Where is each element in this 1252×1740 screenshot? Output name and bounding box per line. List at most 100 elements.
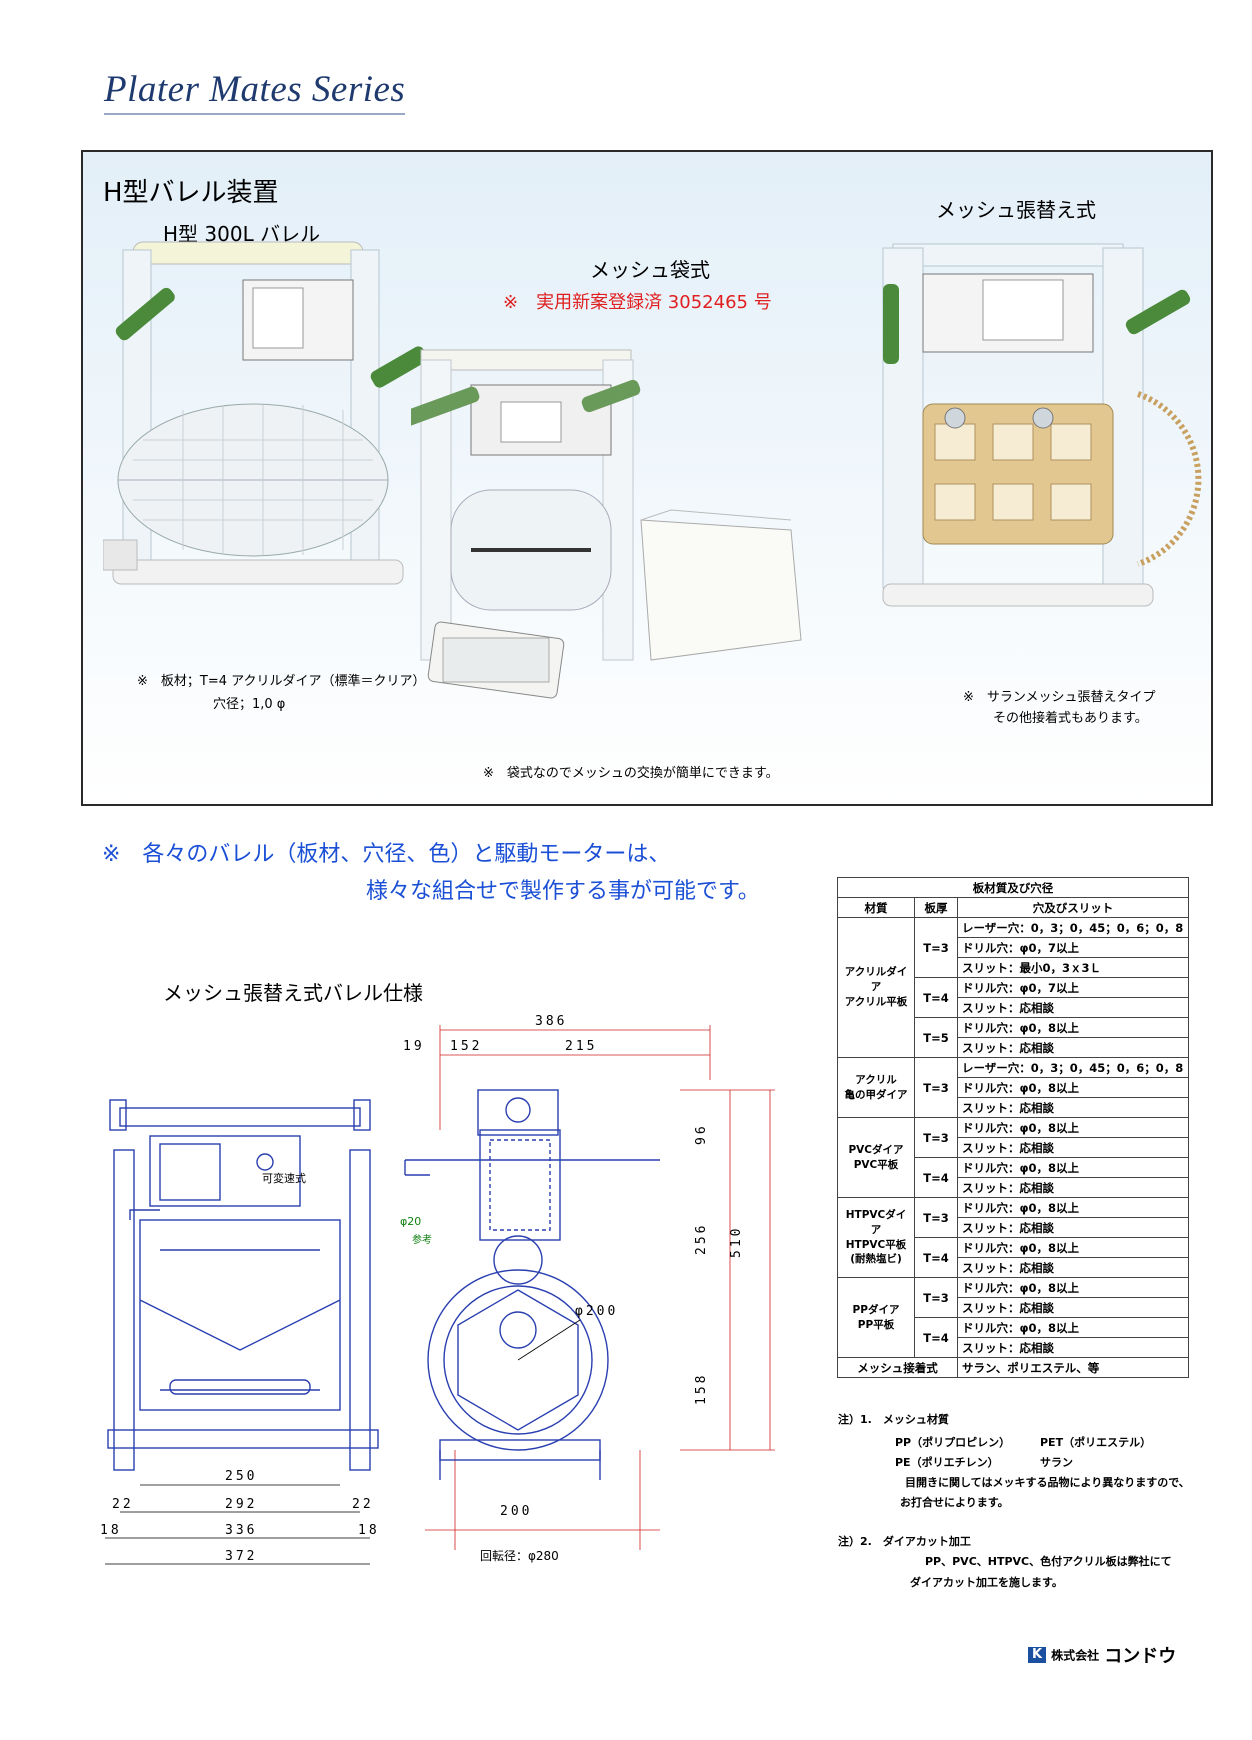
hole-cell: スリット：応相談 — [957, 997, 1189, 1018]
hole-cell: レーザー穴：0，3；0，45；0，6；0，8 — [957, 917, 1189, 938]
dim-510: 510 — [729, 1226, 744, 1258]
ref-label: 参考 — [412, 1233, 432, 1246]
company-prefix: 株式会社 — [1051, 1648, 1100, 1663]
hole-cell: スリット：応相談 — [957, 1297, 1189, 1318]
dim-200: 200 — [500, 1504, 532, 1519]
note1-saran: サラン — [1040, 1456, 1073, 1469]
machine3-note-line2: その他接着式もあります。 — [993, 711, 1148, 726]
note1-pp: PP（ポリプロピレン） — [895, 1436, 1011, 1449]
company-name: コンドウ — [1104, 1646, 1177, 1667]
machine2-illustration — [411, 349, 802, 699]
hole-cell: スリット：最小0，3ｘ3Ｌ — [957, 957, 1189, 978]
hole-cell: ドリル穴：φ0，7以上 — [957, 977, 1189, 998]
thickness-cell: T=4 — [914, 1157, 958, 1198]
series-title: Plater Mates Series — [104, 68, 406, 115]
thickness-cell: T=4 — [914, 1317, 958, 1358]
motor-label: 可変速式 — [262, 1171, 306, 1185]
thickness-cell: T=4 — [914, 977, 958, 1018]
thickness-cell: T=3 — [914, 1057, 958, 1118]
photo-panel: H型バレル装置 H型 300L バレル メッシュ袋式 ※ 実用新案登録済 305… — [81, 150, 1213, 806]
table-row: スリット：応相談 — [838, 1177, 1189, 1198]
company-logo: K 株式会社 コンドウ — [1028, 1642, 1176, 1668]
hole-cell: ドリル穴：φ0，8以上 — [957, 1117, 1189, 1138]
thickness-cell: T=4 — [914, 1237, 958, 1278]
machine2-patent: ※ 実用新案登録済 3052465 号 — [503, 292, 772, 313]
machine2-title: メッシュ袋式 — [590, 258, 710, 282]
dim-96: 96 — [694, 1123, 709, 1145]
hole-cell: ドリル穴：φ0，8以上 — [957, 1157, 1189, 1178]
spec-title: メッシュ張替え式バレル仕様 — [163, 981, 423, 1005]
dim-336: 336 — [225, 1523, 257, 1538]
hole-cell: スリット：応相談 — [957, 1037, 1189, 1058]
material-cell: アクリル亀の甲ダイア — [837, 1057, 915, 1118]
machine1-illustration — [103, 241, 428, 585]
note1-pet: PET（ポリエステル） — [1040, 1436, 1152, 1449]
hole-cell: ドリル穴：φ0，8以上 — [957, 1237, 1189, 1258]
hole-cell: ドリル穴：φ0，8以上 — [957, 1077, 1189, 1098]
dim-386: 386 — [535, 1014, 567, 1029]
note1-pe: PE（ポリエチレン） — [895, 1456, 999, 1469]
hole-cell: ドリル穴：φ0，8以上 — [957, 1017, 1189, 1038]
material-cell: アクリルダイアアクリル平板 — [837, 917, 915, 1058]
note2-text1: PP、PVC、HTPVC、色付アクリル板は弊社にて — [925, 1555, 1172, 1568]
machine2-note: ※ 袋式なのでメッシュの交換が簡単にできます。 — [483, 766, 779, 781]
notice-line2: 様々な組合せで製作する事が可能です。 — [366, 879, 760, 904]
machine3-illustration — [882, 243, 1202, 607]
hole-cell: スリット：応相談 — [957, 1217, 1189, 1238]
left-drawing: 可変速式 250 22 292 22 18 336 18 372 — [100, 1099, 380, 1565]
dim-22-left: 22 — [112, 1497, 134, 1512]
thickness-cell: T=3 — [914, 1277, 958, 1318]
dim-phi200: φ200 — [575, 1304, 618, 1319]
footer-label: メッシュ接着式 — [837, 1357, 958, 1378]
footer-value: サラン、ポリエステル、等 — [957, 1357, 1189, 1378]
dim-372: 372 — [225, 1549, 257, 1564]
notice-line1: ※ 各々のバレル（板材、穴径、色）と駆動モーターは、 — [102, 842, 671, 867]
dim-256: 256 — [694, 1223, 709, 1255]
thickness-cell: T=3 — [914, 1117, 958, 1158]
thickness-cell: T=5 — [914, 1017, 958, 1058]
table-row: ドリル穴：φ0，7以上 — [838, 937, 1189, 958]
dim-19: 19 — [403, 1039, 425, 1054]
table-row: スリット：最小0，3ｘ3Ｌ — [838, 957, 1189, 978]
hole-cell: ドリル穴：φ0，8以上 — [957, 1197, 1189, 1218]
table-title-row: 板材質及び穴径 — [837, 877, 1189, 898]
company-logo-icon: K — [1028, 1647, 1046, 1663]
right-drawing: 386 19 152 215 96 256 510 158 φ200 200 回… — [400, 1014, 775, 1563]
machine3-title: メッシュ張替え式 — [936, 198, 1096, 222]
table-header-cell: 穴及びスリット — [957, 897, 1189, 918]
hole-cell: レーザー穴：0，3；0，45；0，6；0，8 — [957, 1057, 1189, 1078]
machine1-note-line2: 穴径；1,0 φ — [213, 697, 286, 712]
thickness-cell: T=3 — [914, 917, 958, 978]
dim-250: 250 — [225, 1469, 257, 1484]
ref-dia: φ20 — [400, 1215, 421, 1228]
note1-text2: お打合せによります。 — [900, 1496, 1009, 1509]
dim-158: 158 — [694, 1373, 709, 1405]
machine3-note-line1: ※ サランメッシュ張替えタイプ — [963, 690, 1156, 705]
table-footer-row: メッシュ接着式サラン、ポリエステル、等 — [837, 1357, 1189, 1378]
table-row: スリット：応相談 — [838, 1217, 1189, 1238]
hole-cell: スリット：応相談 — [957, 1177, 1189, 1198]
table-header-row: 材質板厚穴及びスリット — [837, 897, 1189, 918]
hole-cell: ドリル穴：φ0，8以上 — [957, 1277, 1189, 1298]
table-header-cell: 材質 — [837, 897, 915, 918]
table-header-cell: 板厚 — [914, 897, 958, 918]
dim-152: 152 — [450, 1039, 482, 1054]
hole-cell: スリット：応相談 — [957, 1097, 1189, 1118]
hole-cell: スリット：応相談 — [957, 1337, 1189, 1358]
dim-22-right: 22 — [352, 1497, 374, 1512]
hole-cell: スリット：応相談 — [957, 1137, 1189, 1158]
dim-18-right: 18 — [358, 1523, 380, 1538]
note1-title: 注）1. メッシュ材質 — [838, 1413, 949, 1426]
hole-cell: ドリル穴：φ0，8以上 — [957, 1317, 1189, 1338]
